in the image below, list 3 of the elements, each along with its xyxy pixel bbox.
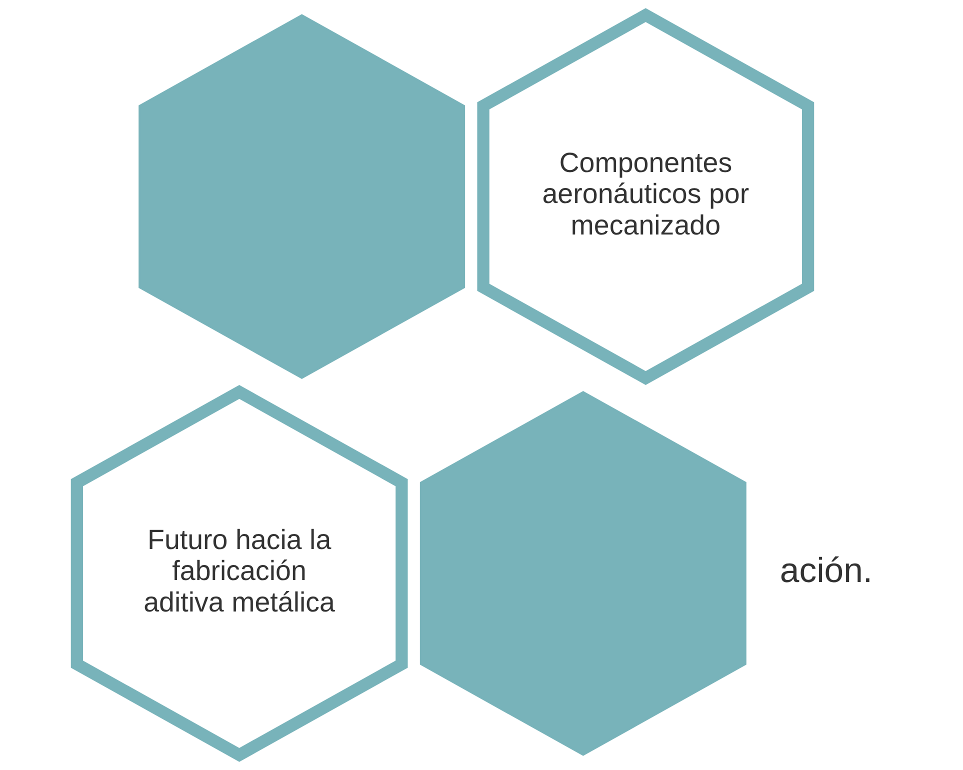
node-hexagon [138,14,465,380]
node-hexagon [419,390,746,756]
label: ación. [779,552,872,590]
